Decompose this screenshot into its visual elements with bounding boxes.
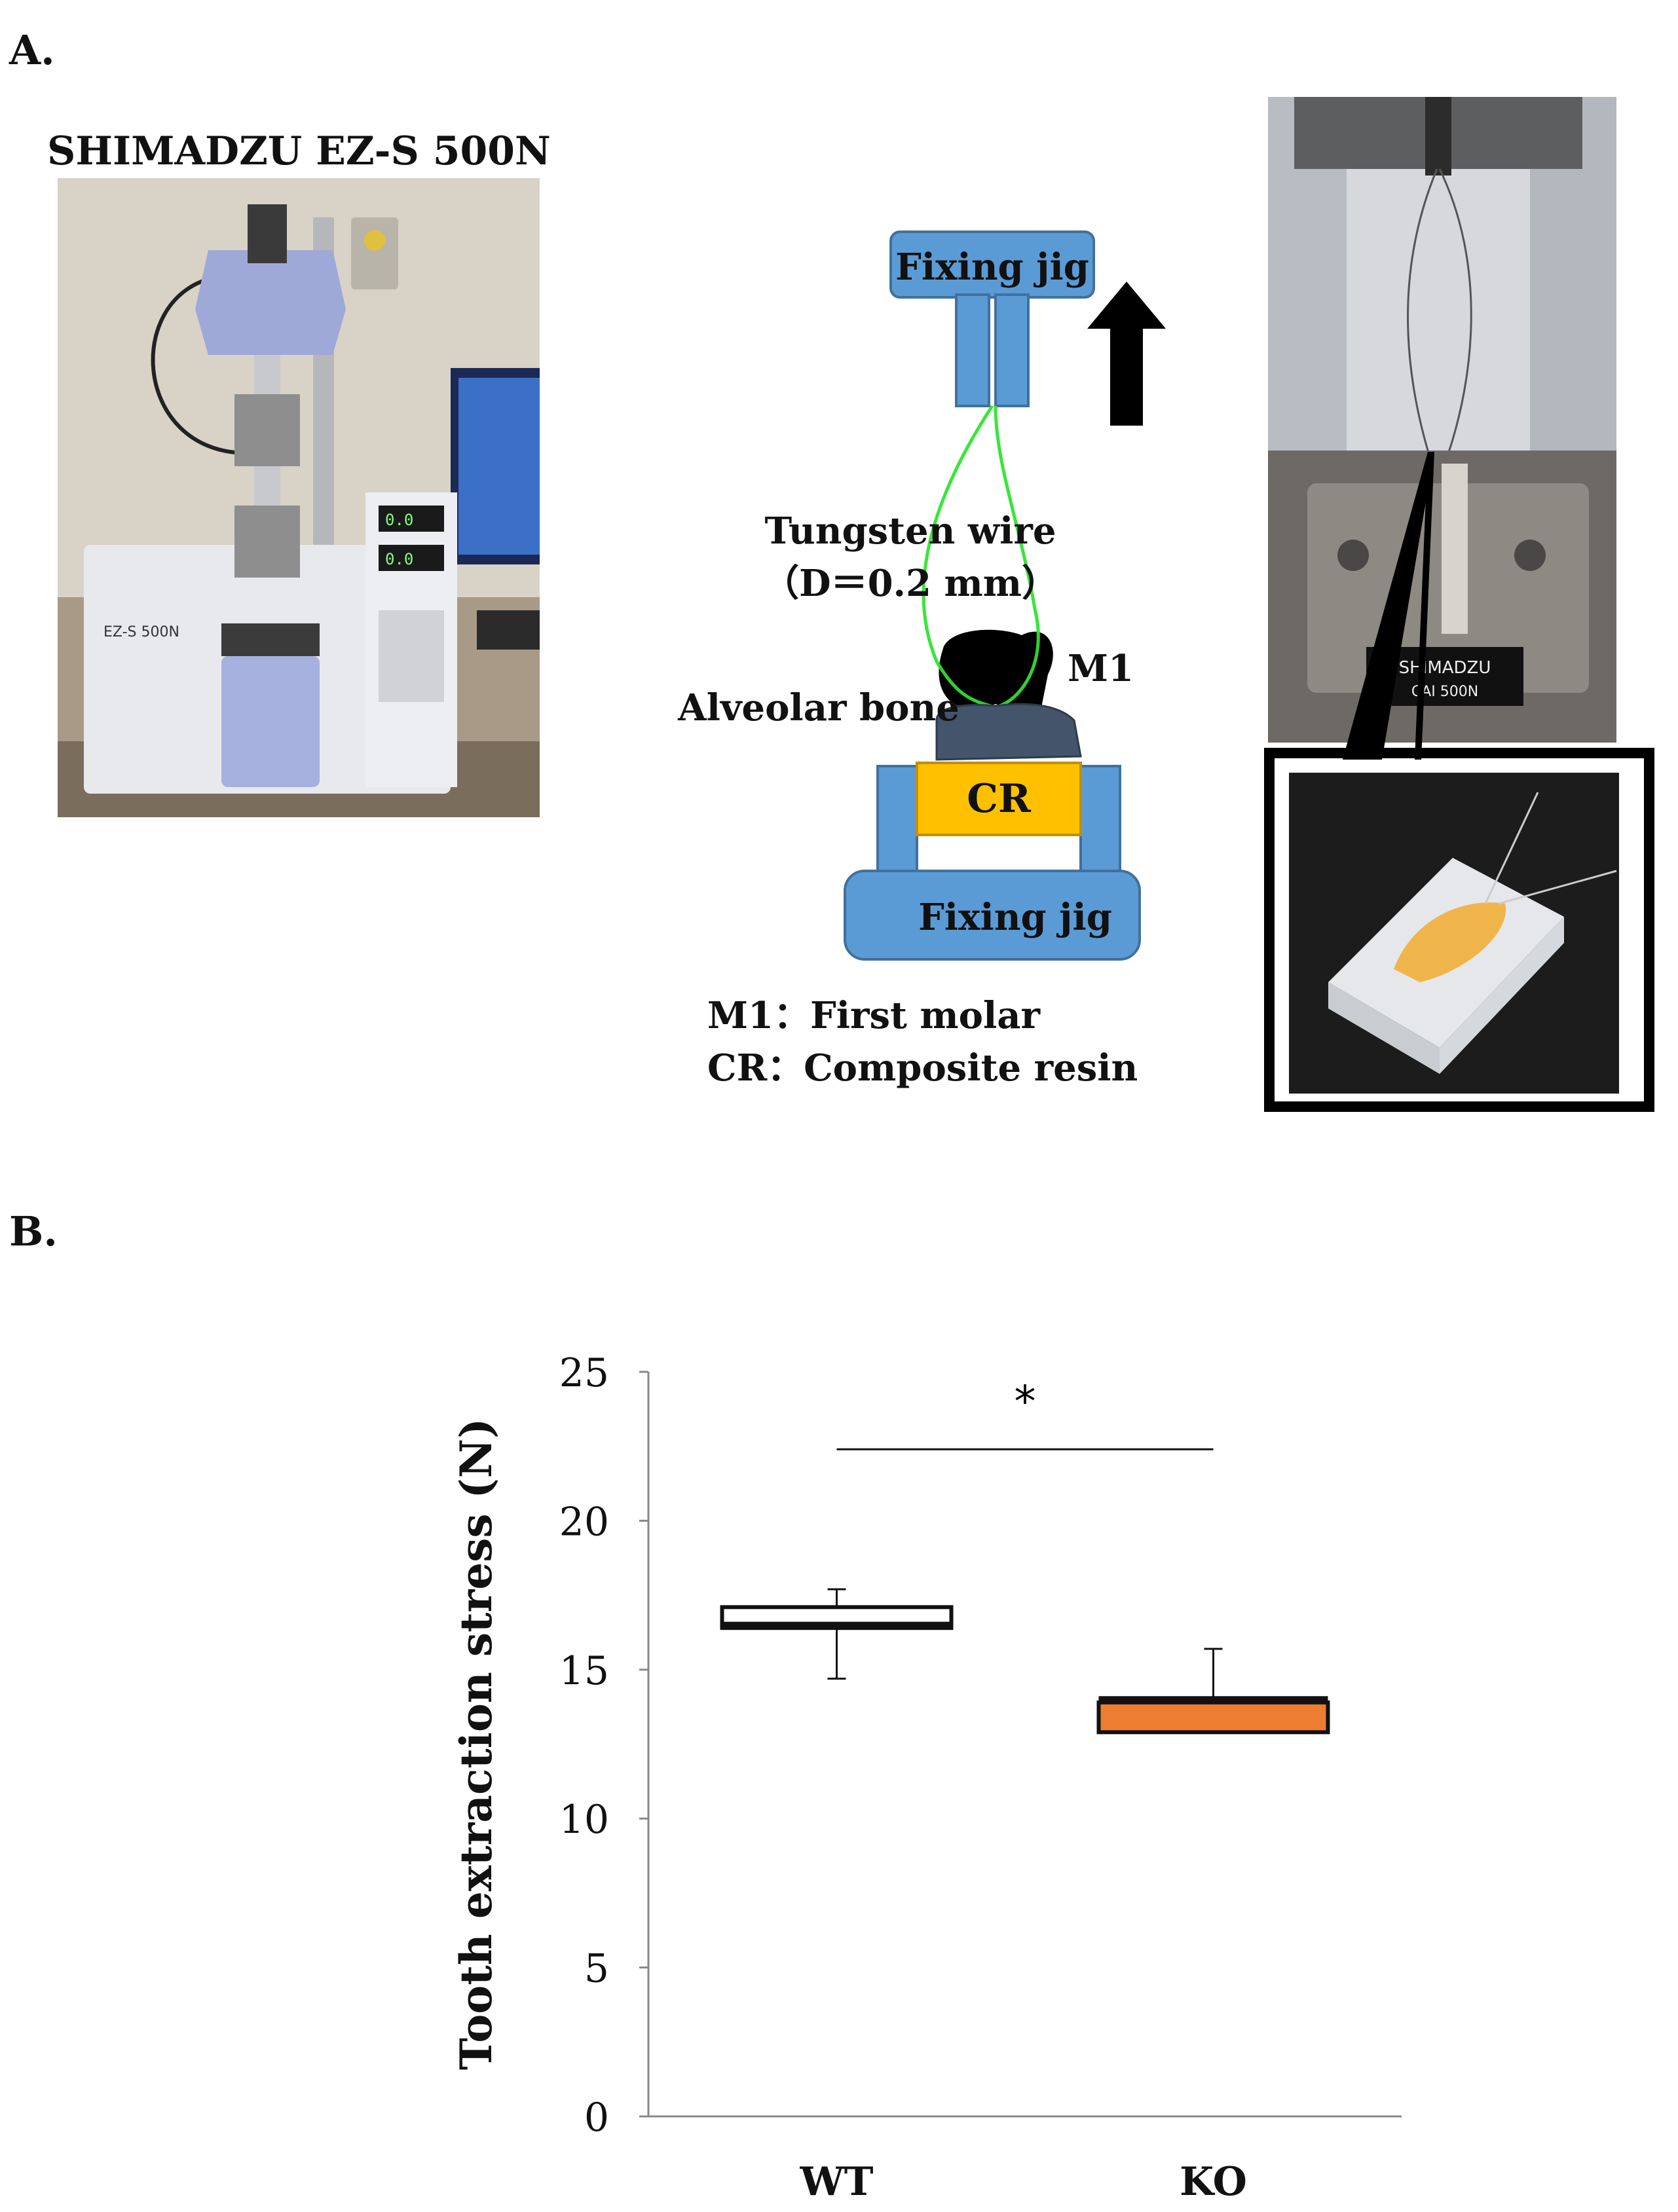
box-plots — [720, 1588, 1330, 1735]
bottom-jig-label: Fixing jig — [918, 896, 1112, 939]
y-tick-label: 5 — [584, 1946, 609, 1992]
cr-label: CR — [967, 776, 1032, 822]
y-axis-label: Tooth extraction stress (N) — [451, 1418, 502, 2071]
pull-direction-arrow-icon — [1087, 282, 1166, 426]
y-tick-label: 10 — [559, 1797, 609, 1843]
extraction-setup-diagram: Fixing jig Tungsten wire （D＝0.2 mm） M1 A… — [677, 230, 1166, 1090]
panel-a-label: A. — [9, 26, 55, 74]
x-tick-label: KO — [1180, 2159, 1247, 2205]
legend-m1: M1：First molar — [707, 994, 1041, 1037]
panel-b-label: B. — [9, 1207, 58, 1255]
bottom-fixing-jig — [844, 870, 1141, 961]
y-axis: 0 5 10 15 20 25 — [559, 1350, 650, 2141]
composite-resin-block — [916, 762, 1082, 836]
zoom-connector — [1264, 452, 1654, 1112]
x-axis: WT KO — [648, 2115, 1402, 2205]
alveolar-bone-label: Alveolar bone — [677, 686, 960, 729]
clamp-plate-text: SHIMADZU — [1399, 658, 1491, 678]
machine-badge: EZ-S 500N — [103, 624, 179, 640]
y-tick-label: 0 — [584, 2095, 609, 2141]
clamp-photo: SHIMADZU CAI 500N — [1268, 97, 1616, 743]
significance-star: * — [1015, 1376, 1036, 1427]
box-body — [1096, 1700, 1330, 1735]
m1-label: M1 — [1068, 647, 1134, 690]
x-tick-label: WT — [799, 2159, 873, 2205]
box-ko — [1096, 1648, 1330, 1735]
wire-label: Tungsten wire — [765, 509, 1056, 553]
box-wt — [720, 1588, 954, 1680]
testing-machine-photo: EZ-S 500N 0.0 0.0 — [58, 178, 540, 817]
top-jig-label: Fixing jig — [895, 246, 1089, 289]
y-tick-label: 20 — [559, 1499, 609, 1545]
legend-cr: CR：Composite resin — [707, 1046, 1138, 1090]
first-molar-shape — [939, 629, 1053, 714]
machine-display-1: 0.0 — [385, 511, 413, 529]
resin-block-inset-photo — [1289, 773, 1619, 1094]
testing-machine-illustration: EZ-S 500N 0.0 0.0 — [58, 178, 540, 817]
resin-block-illustration — [1289, 773, 1619, 1094]
extraction-stress-chart: 0 5 10 15 20 25 WT KO Tooth extraction stress … — [451, 1350, 1402, 2205]
wire-dimension: （D＝0.2 mm） — [762, 562, 1058, 605]
y-tick-label: 15 — [559, 1648, 609, 1694]
alveolar-bone-shape — [935, 703, 1082, 761]
y-tick-label: 25 — [559, 1350, 609, 1396]
machine-display-2: 0.0 — [385, 550, 413, 568]
top-fixing-jig — [889, 230, 1095, 299]
machine-caption: SHIMADZU EZ-S 500N — [47, 128, 551, 174]
